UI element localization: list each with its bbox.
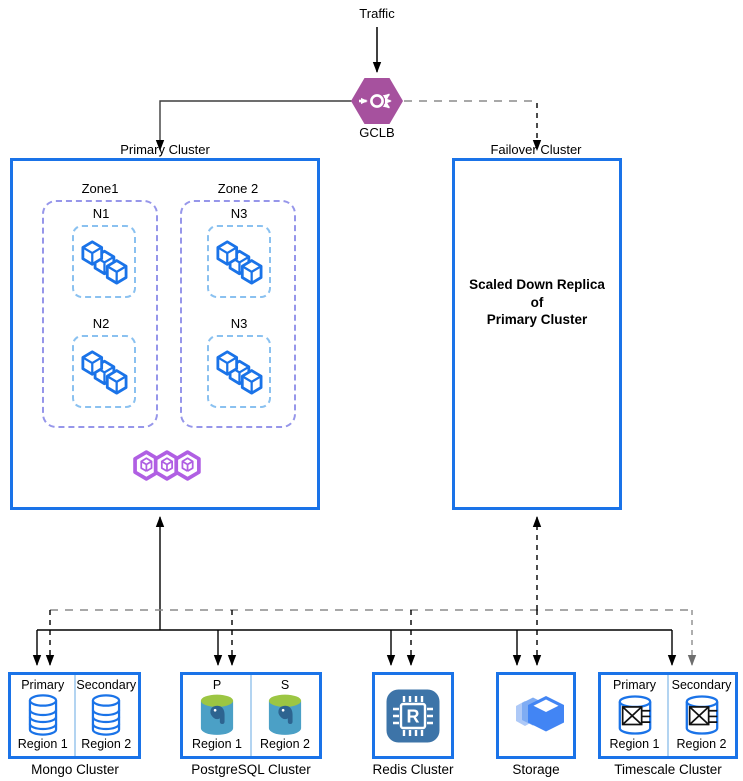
zone2-box bbox=[180, 200, 296, 428]
timescale-region2-label: Region 2 bbox=[676, 737, 727, 751]
mongo-region1-label: Region 1 bbox=[17, 737, 68, 751]
mongo-primary-cell: Primary Region 1 bbox=[11, 675, 75, 756]
node-n3a-box bbox=[207, 225, 271, 298]
node-cubes-icon bbox=[81, 240, 128, 285]
postgres-cluster-title: PostgreSQL Cluster bbox=[191, 762, 311, 777]
redis-cluster-box bbox=[372, 672, 454, 759]
postgres-s-label: S bbox=[280, 678, 290, 692]
mongodb-icon bbox=[28, 694, 58, 736]
postgres-secondary-cell: S Region 2 bbox=[251, 675, 319, 756]
primary-cluster-label: Primary Cluster bbox=[120, 142, 210, 157]
timescale-primary-label: Primary bbox=[612, 678, 657, 692]
postgresql-icon bbox=[268, 694, 302, 735]
node-n3b-label: N3 bbox=[230, 316, 248, 331]
postgres-primary-cell: P Region 1 bbox=[183, 675, 251, 756]
timescale-secondary-label: Secondary bbox=[671, 678, 732, 692]
postgres-region1-label: Region 1 bbox=[191, 737, 243, 751]
postgres-region2-label: Region 2 bbox=[259, 737, 311, 751]
node-n3b-box bbox=[207, 335, 271, 408]
gclb-label: GCLB bbox=[359, 125, 395, 140]
mongo-secondary-label: Secondary bbox=[76, 678, 137, 692]
timescale-icon bbox=[618, 695, 651, 735]
mongo-cluster-box: Primary Region 1 Secondary Region 2 bbox=[8, 672, 141, 759]
postgresql-icon bbox=[200, 694, 234, 735]
node-cubes-icon bbox=[216, 240, 263, 285]
mongo-secondary-cell: Secondary Region 2 bbox=[75, 675, 139, 756]
mongodb-icon bbox=[91, 694, 121, 736]
node-n2-label: N2 bbox=[92, 316, 110, 331]
mongo-primary-label: Primary bbox=[21, 678, 65, 692]
gclb-to-primary-line bbox=[155, 100, 352, 151]
gclb-icon bbox=[351, 78, 403, 124]
node-n1-label: N1 bbox=[92, 206, 110, 221]
zone1-label: Zone1 bbox=[81, 181, 119, 196]
storage-icon bbox=[516, 695, 564, 731]
postgres-p-label: P bbox=[212, 678, 222, 692]
cell-divider bbox=[250, 675, 252, 756]
node-cubes-icon bbox=[81, 350, 128, 395]
traffic-label: Traffic bbox=[359, 6, 395, 21]
timescale-secondary-cell: Secondary Region 2 bbox=[668, 675, 735, 756]
node-n1-box bbox=[72, 225, 136, 298]
zone1-box bbox=[42, 200, 158, 428]
timescale-primary-cell: Primary Region 1 bbox=[601, 675, 668, 756]
storage-box bbox=[496, 672, 576, 759]
storage-title: Storage bbox=[512, 762, 560, 777]
mongo-cluster-title: Mongo Cluster bbox=[31, 762, 119, 777]
zone2-label: Zone 2 bbox=[217, 181, 259, 196]
node-n2-box bbox=[72, 335, 136, 408]
timescale-icon bbox=[685, 695, 718, 735]
node-cubes-icon bbox=[216, 350, 263, 395]
timescale-cluster-box: Primary Region 1 Secondary Region 2 bbox=[598, 672, 738, 759]
redis-icon bbox=[386, 688, 440, 743]
failover-description: Scaled Down Replica of Primary Cluster bbox=[469, 277, 605, 327]
cell-divider bbox=[667, 675, 669, 756]
failover-cluster-box bbox=[452, 158, 622, 510]
failover-cluster-label: Failover Cluster bbox=[490, 142, 582, 157]
timescale-region1-label: Region 1 bbox=[609, 737, 660, 751]
node-n3a-label: N3 bbox=[230, 206, 248, 221]
mongo-region2-label: Region 2 bbox=[81, 737, 132, 751]
redis-cluster-title: Redis Cluster bbox=[372, 762, 454, 777]
timescale-cluster-title: Timescale Cluster bbox=[614, 762, 722, 777]
pods-hexagon-icon bbox=[133, 450, 201, 481]
postgres-cluster-box: P Region 1 S Region 2 bbox=[180, 672, 322, 759]
cell-divider bbox=[73, 675, 76, 756]
